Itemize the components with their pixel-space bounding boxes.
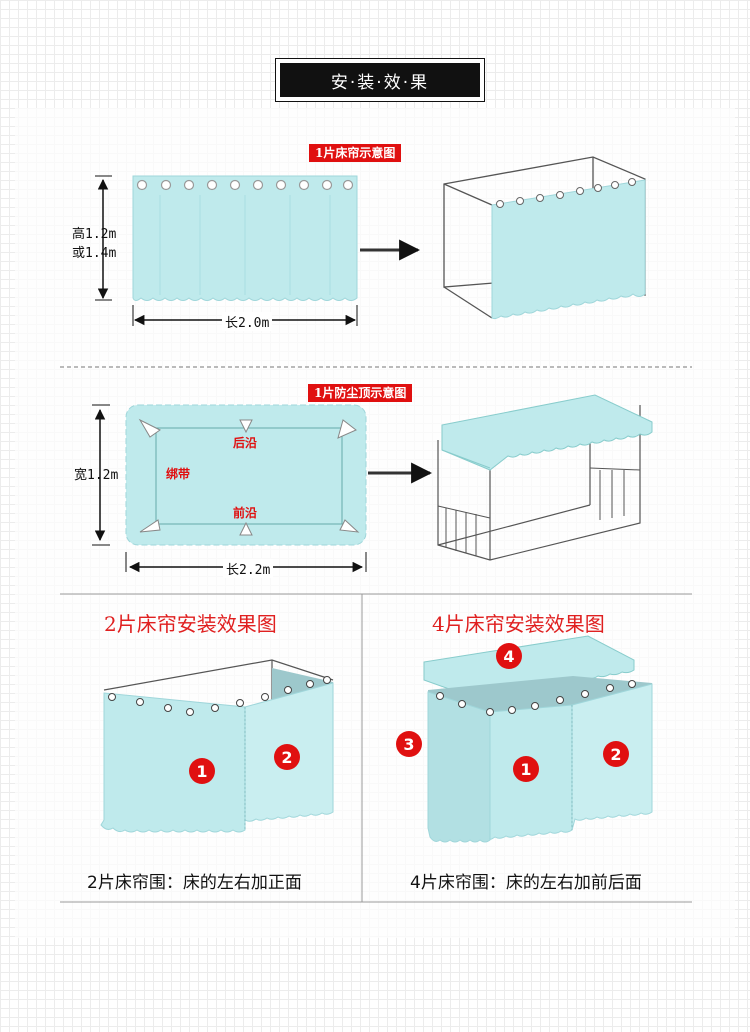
marker-3: 3 — [396, 731, 422, 757]
top-width-dimension-label: 宽1.2m — [74, 468, 119, 483]
height-dimension-label-2: 或1.4m — [72, 246, 117, 261]
width-dimension-label: 长2.0m — [222, 312, 273, 331]
bed-with-dust-top — [437, 405, 641, 561]
front-edge-label: 前沿 — [233, 506, 258, 520]
two-curtain-installation — [100, 659, 334, 833]
dust-top-label: 1片防尘顶示意图 — [308, 384, 413, 402]
marker-1-left: 1 — [189, 758, 215, 784]
marker-2-right: 2 — [603, 741, 629, 767]
four-curtain-title: 4片床帘安装效果图 — [432, 612, 605, 636]
top-length-dimension-label: 长2.2m — [223, 559, 274, 578]
header-title: 安·装·效·果 — [280, 63, 480, 97]
height-dimension-label-1: 高1.2m — [72, 227, 117, 242]
four-curtain-caption: 4片床帘围：床的左右加前后面 — [410, 873, 642, 893]
two-curtain-caption: 2片床帘围：床的左右加正面 — [87, 873, 302, 893]
back-edge-label: 后沿 — [233, 436, 258, 450]
installed-curtain — [491, 179, 646, 320]
marker-4: 4 — [496, 643, 522, 669]
dust-top-flat-diagram — [125, 404, 367, 546]
single-curtain-label: 1片床帘示意图 — [309, 144, 402, 162]
section-header: 安·装·效·果 — [275, 58, 485, 102]
strap-label: 绑带 — [166, 467, 191, 481]
marker-2-left: 2 — [274, 744, 300, 770]
four-curtain-installation — [423, 635, 653, 843]
installed-dust-top — [441, 394, 653, 471]
curtain-flat-diagram — [132, 175, 358, 301]
marker-1-right: 1 — [513, 756, 539, 782]
two-curtain-title: 2片床帘安装效果图 — [104, 612, 277, 636]
